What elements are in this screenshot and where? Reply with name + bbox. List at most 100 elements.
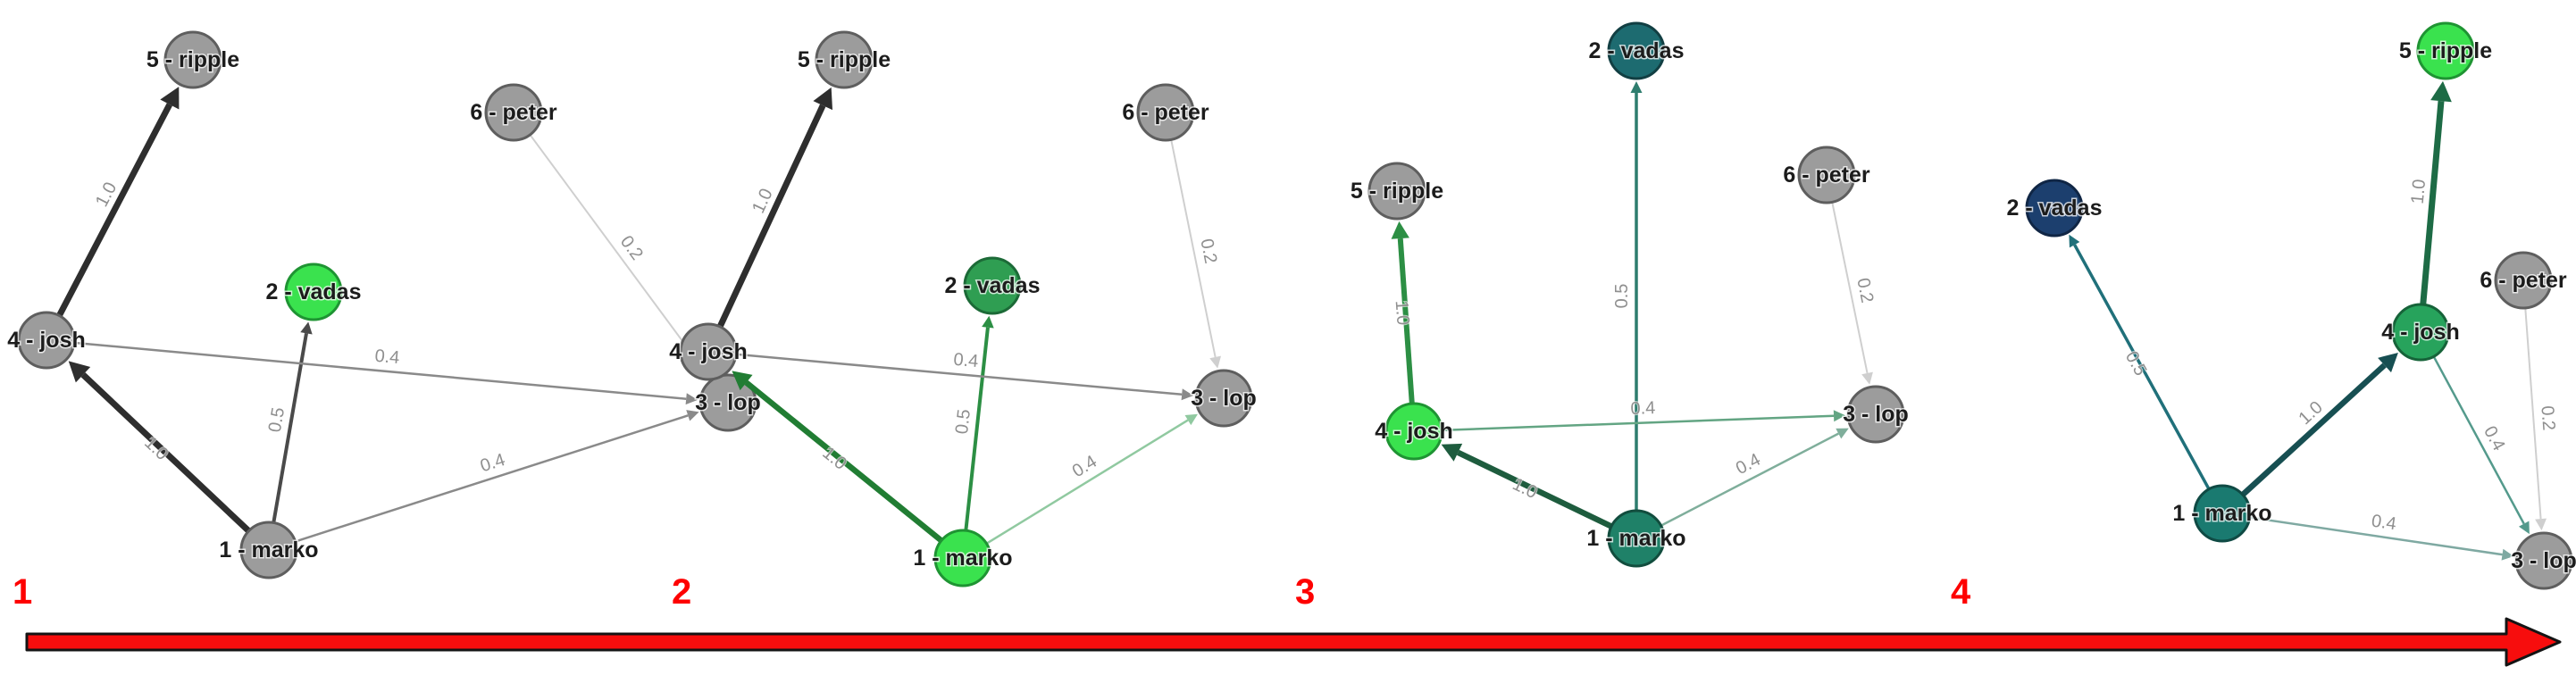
graph-node-vadas [2025, 179, 2084, 238]
node-label-marko: 1 - marko [219, 538, 318, 562]
edge-marko-vadas [272, 332, 308, 523]
edge-weight-label-peter-lop: 0.2 [2537, 405, 2558, 431]
node-label-vadas: 2 - vadas [944, 273, 1040, 298]
graph-node-vadas [1607, 21, 1666, 80]
edge-josh-ripple [1397, 238, 1415, 404]
node-label-peter: 6 - peter [1783, 162, 1870, 188]
edge-arrowhead-peter-lop [1861, 371, 1873, 385]
edge-josh-ripple [56, 103, 172, 318]
edge-arrowhead-marko-josh [732, 371, 753, 391]
node-label-vadas: 2 - vadas [2006, 196, 2102, 221]
edge-arrowhead-peter-lop [1209, 355, 1222, 369]
edge-josh-ripple [2420, 100, 2445, 305]
node-label-lop: 3 - lop [695, 390, 761, 415]
node-label-vadas: 2 - vadas [265, 279, 361, 304]
edge-arrowhead-marko-lop [1836, 428, 1849, 439]
edge-arrowhead-josh-lop [1181, 388, 1194, 401]
node-label-peter: 6 - peter [1122, 100, 1209, 125]
node-label-josh: 4 - josh [2381, 320, 2460, 345]
graph-node-marko [239, 521, 298, 579]
edge-weight-label-peter-lop: 0.2 [616, 232, 647, 263]
graph-node-lop [1194, 369, 1253, 428]
edge-peter-lop [1831, 202, 1869, 374]
graph-node-peter [2494, 251, 2553, 310]
timeline-arrow [25, 617, 2562, 667]
node-label-josh: 4 - josh [1375, 419, 1453, 444]
edge-arrowhead-josh-lop [1833, 410, 1846, 422]
edge-josh-lop [2432, 355, 2525, 525]
edge-marko-lop [985, 419, 1189, 545]
edge-weight-label-josh-lop: 0.4 [374, 346, 401, 368]
graph-node-peter [1797, 146, 1856, 204]
edge-marko-vadas [2073, 244, 2211, 490]
node-label-ripple: 5 - ripple [146, 47, 239, 72]
node-label-josh: 4 - josh [669, 339, 748, 364]
edge-marko-josh [80, 372, 251, 534]
step-number-3: 3 [1295, 572, 1315, 612]
edge-arrowhead-josh-ripple [160, 87, 180, 110]
graph-node-marko [933, 529, 992, 588]
edge-marko-lop [295, 414, 689, 543]
edge-arrowhead-marko-josh [1441, 443, 1463, 462]
graph-node-peter [484, 83, 543, 142]
edge-weight-label-peter-lop: 0.2 [1196, 238, 1220, 266]
edge-arrowhead-marko-vadas [2069, 234, 2080, 248]
graph-node-josh [17, 311, 76, 370]
edge-marko-josh [1456, 449, 1613, 529]
edge-marko-josh [744, 379, 943, 544]
edge-arrowhead-peter-lop [2535, 518, 2547, 531]
graph-node-ripple [1367, 162, 1426, 221]
node-label-lop: 3 - lop [1843, 402, 1909, 427]
step-number-1: 1 [13, 572, 32, 612]
edge-weight-label-marko-vadas: 0.5 [1612, 284, 1632, 309]
edge-weight-label-marko-lop: 0.4 [478, 450, 507, 476]
step-number-2: 2 [672, 572, 691, 612]
edge-arrowhead-marko-lop [1184, 413, 1199, 426]
graph-node-lop [1846, 385, 1905, 444]
graph-node-ripple [815, 30, 874, 89]
node-label-ripple: 5 - ripple [2399, 38, 2492, 63]
edge-weight-label-marko-vadas: 0.5 [265, 406, 289, 434]
edge-arrowhead-marko-lop [686, 410, 699, 421]
node-label-marko: 1 - marko [913, 546, 1012, 571]
edge-weight-label-josh-lop: 0.4 [1630, 398, 1656, 419]
edge-arrowhead-marko-vadas [982, 315, 994, 329]
graph-node-marko [1607, 509, 1666, 568]
step-number-4: 4 [1951, 572, 1971, 612]
node-label-lop: 3 - lop [2511, 548, 2576, 573]
node-label-ripple: 5 - ripple [798, 47, 891, 72]
node-label-peter: 6 - peter [470, 100, 557, 125]
edge-marko-lop [1660, 432, 1839, 527]
graph-node-josh [1384, 402, 1443, 461]
node-label-josh: 4 - josh [7, 328, 86, 353]
graph-node-lop [698, 373, 757, 432]
edge-josh-lop [735, 353, 1183, 396]
edge-weight-label-josh-ripple: 1.0 [2408, 179, 2430, 205]
graph-node-ripple [163, 30, 222, 89]
edge-weight-label-peter-lop: 0.2 [1853, 276, 1877, 304]
edge-josh-lop [73, 341, 687, 400]
edge-marko-josh [2240, 362, 2387, 497]
graph-node-vadas [284, 262, 343, 321]
edge-marko-vadas [964, 327, 990, 531]
graph-node-josh [2391, 303, 2450, 362]
edge-arrowhead-marko-josh [2378, 352, 2398, 373]
edge-josh-ripple [716, 104, 826, 329]
edge-josh-lop [1441, 414, 1835, 432]
edge-arrowhead-marko-vadas [1630, 81, 1643, 93]
edge-weight-label-josh-ripple: 1.0 [1392, 300, 1413, 326]
node-label-lop: 3 - lop [1191, 386, 1257, 411]
edge-weight-label-marko-vadas: 0.5 [952, 408, 974, 435]
graph-node-marko [2193, 484, 2252, 543]
node-label-marko: 1 - marko [1586, 526, 1685, 551]
graph-node-vadas [963, 256, 1022, 315]
edge-peter-lop [2524, 307, 2542, 520]
edge-weight-label-marko-lop: 0.4 [2370, 512, 2397, 535]
graph-node-josh [679, 322, 738, 381]
edge-arrowhead-josh-lop [2518, 521, 2530, 535]
graph-node-lop [2514, 531, 2573, 590]
edge-peter-lop [529, 134, 704, 370]
